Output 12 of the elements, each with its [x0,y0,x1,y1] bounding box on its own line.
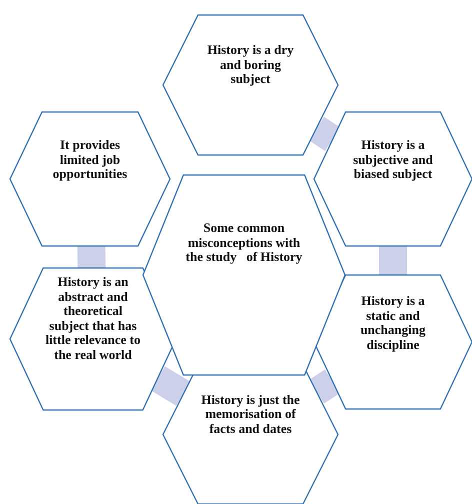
hexagon-text: History is an abstract and theoretical subject that has little relevance to the real world [44,274,142,362]
connector-band [77,246,106,268]
hexagon-text: History is a subjective and biased subject [352,138,434,182]
hexagon-text: It provides limited job opportunities [52,138,128,182]
connector-band [308,116,340,151]
connector-band [308,370,340,404]
hexagon-text: History is a static and unchanging discipline [359,294,426,352]
hexagon-text: History is a dry and boring subject [206,43,295,87]
connector-band [379,246,407,275]
hexagon-text: History is just the memorisation of facts and dates [200,392,301,437]
connector-band [150,366,191,406]
hexagon-text: Some common misconceptions with the study of History [185,221,303,265]
